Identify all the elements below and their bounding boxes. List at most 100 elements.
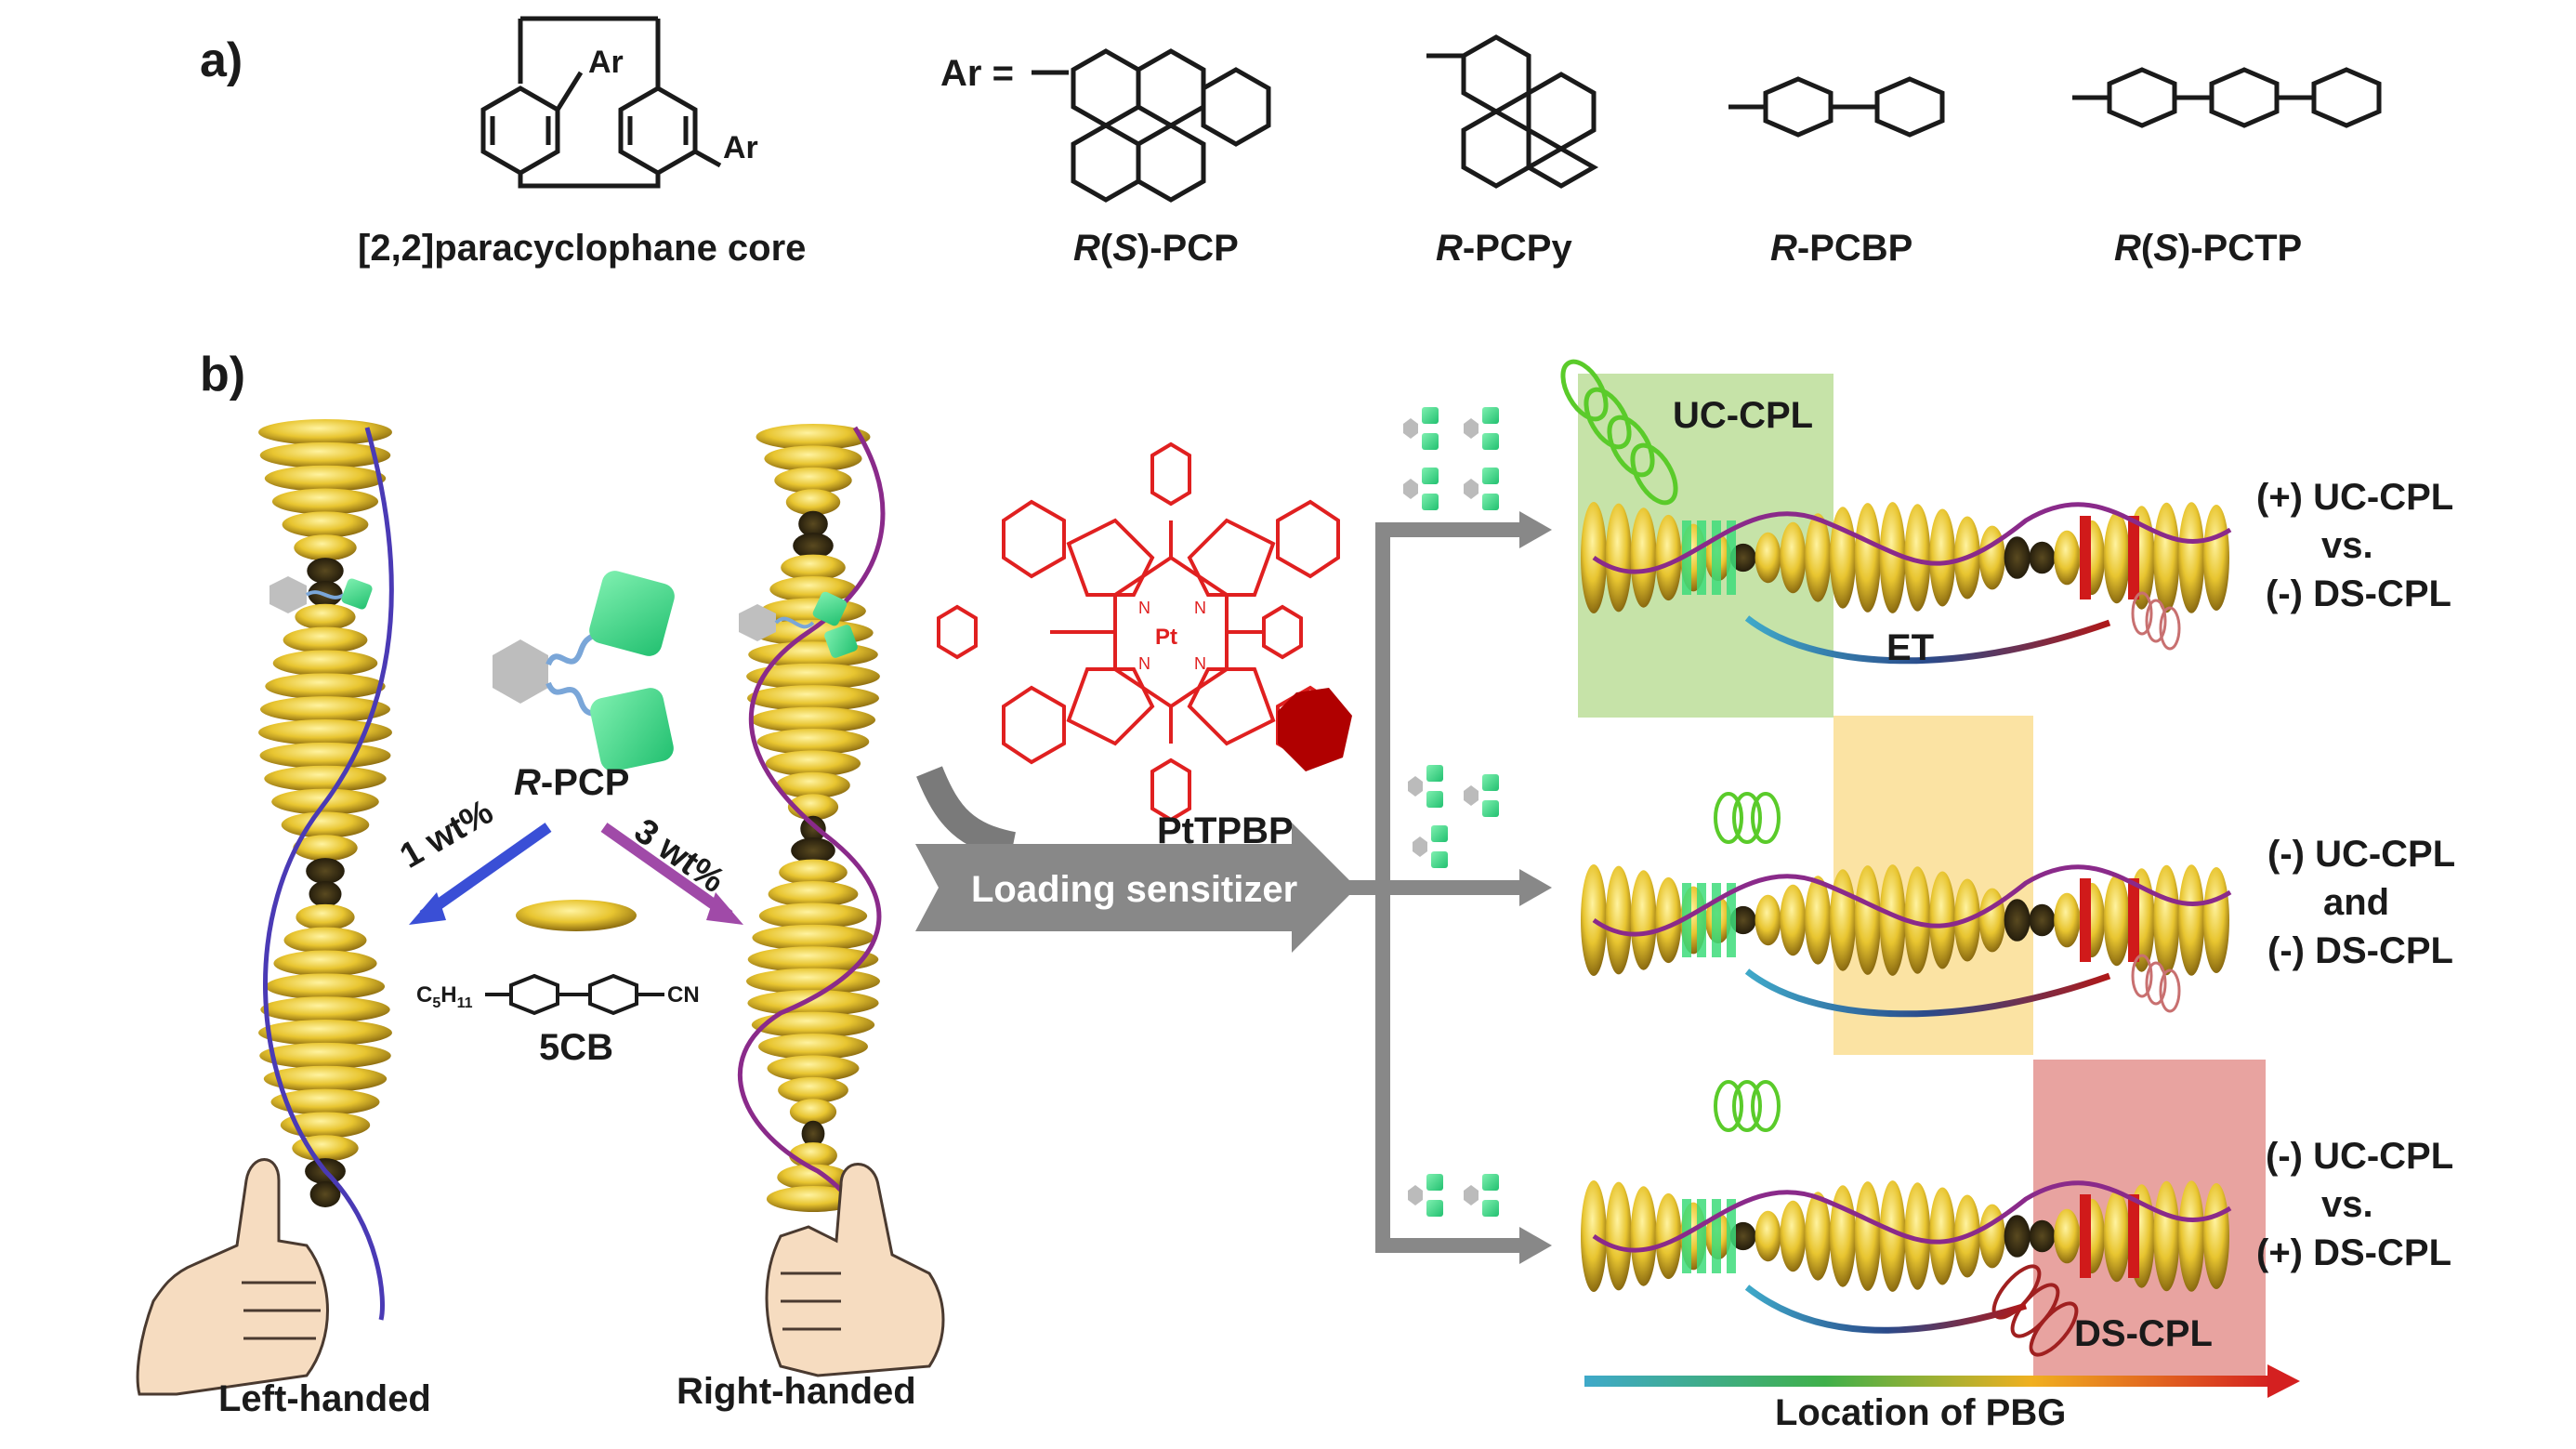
mesogen-ellipse [756,729,870,755]
left-thumb-hand-icon [136,1158,329,1396]
branch-arrow-head-mid [1519,869,1552,906]
mesogen-ellipse [2004,536,2031,579]
mesogen-ellipse [1978,1204,2005,1269]
mesogen-ellipse [264,765,387,792]
dopant-mark [1712,883,1721,957]
mesogen-ellipse [1929,871,1956,969]
mesogen-ellipse [1655,1192,1682,1280]
mesogen-ellipse [1605,503,1632,613]
mesogen-ellipse [778,1076,848,1103]
mesogen-ellipse [765,750,861,777]
mesogen-ellipse [271,488,379,515]
sensitizer-mark [2128,1194,2139,1278]
result-1: (+) UC-CPL vs. (-) DS-CPL [2256,477,2453,614]
mesogen-ellipse [1605,865,1632,975]
mini-dopant-cube [1422,407,1439,424]
mini-dopant-cube [1422,494,1439,510]
mesogen-ellipse [756,424,871,450]
left-dopant-in-helix [269,576,373,613]
mesogen-ellipse [791,837,835,864]
mesogen-ellipse [798,510,828,537]
n-label-3: N [1138,654,1150,673]
mini-dopant-cube [1422,433,1439,450]
mini-dopant-cube [1431,851,1448,868]
compound-caption-pctp: R(S)-PCTP [2114,228,2302,269]
5cb-structure [485,973,664,1016]
mesogen-ellipse [776,771,850,798]
mesogen-ellipse [270,1088,380,1115]
mesogen-ellipse [2153,502,2180,613]
biphenyl-structure [1728,76,1945,138]
mesogen-ellipse [260,696,390,723]
mesogen-ellipse [2004,899,2031,942]
mesogen-ellipse [309,880,342,907]
mesogen-ellipse [296,903,355,930]
mesogen-ellipse [800,815,826,842]
right-handed-caption: Right-handed [677,1371,916,1412]
result-3-line2: vs. [2321,1184,2373,1225]
right-handed-helix-stack [746,424,880,1212]
pbg-axis-bar [1584,1376,2272,1387]
mini-dopant-cube [1482,433,1499,450]
mesogen-ellipse [1929,508,1956,607]
mesogen-ellipse [1978,888,2005,953]
core-caption: [2,2]paracyclophane core [358,228,806,269]
mesogen-ellipse [2054,892,2081,948]
mesogen-ellipse [758,1034,868,1060]
mini-dopant-core [1403,418,1418,439]
et-arrow-1 [1744,615,2111,665]
mesogen-ellipse [281,811,370,838]
dopant-mark [1697,520,1706,595]
mesogen-ellipse [259,742,391,769]
mesogen-ellipse [1755,894,1781,946]
mesogen-ellipse [258,719,392,746]
mesogen-ellipse [2203,1183,2229,1289]
mesogen-ellipse [767,1055,860,1082]
mini-dopant-cube [1482,1200,1499,1217]
loading-curve [916,766,1017,860]
mesogen-ellipse [2178,502,2205,613]
mesogen-ellipse [1755,532,1781,584]
mesogen-ellipse [1780,884,1807,956]
mesogen-ellipse [1755,1210,1781,1262]
mesogen-ellipse [2004,1215,2031,1258]
mesogen-ellipse [1630,870,1657,970]
mesogen-ellipse [1605,1181,1632,1291]
right-thumb-hand-icon [765,1163,945,1377]
sensitizer-mark [2128,516,2139,599]
5cb-label: 5CB [539,1027,613,1068]
mesogen-ellipse [1879,502,1906,613]
result-2-line1: (-) UC-CPL [2267,834,2455,875]
mesogen-ellipse [2029,541,2056,574]
5cb-cn-label: CN [667,982,700,1008]
mesogen-ellipse [764,445,862,472]
mesogen-ellipse [789,1099,837,1126]
result-2-line2: and [2323,882,2389,923]
mesogen-ellipse [1879,1180,1906,1292]
mesogen-ellipse [758,902,868,929]
mesogen-ellipse [280,1112,371,1139]
mesogen-ellipse [746,663,880,690]
mesogen-ellipse [293,835,358,862]
mesogen-ellipse [1655,876,1682,964]
mini-dopant-cube [1422,468,1439,484]
mesogen-ellipse [768,881,859,907]
mesogen-ellipse [2153,1180,2180,1292]
mesogen-ellipse [265,973,386,1000]
uc-spiral-icon-3 [1714,1080,1781,1132]
left-arrow-head [409,892,446,925]
branch-arrow-head-bottom [1519,1227,1552,1264]
terphenyl-structure [2072,67,2382,128]
mesogen-ellipse [1830,1185,1856,1287]
row2-helix [1592,864,2232,937]
row1-helix [1592,502,2232,574]
mesogen-ellipse [263,1065,388,1092]
ds-spiral-icon-2 [2131,954,2181,1013]
perylene-structure [1032,48,1271,203]
mini-dopant-cube [1426,791,1443,808]
uc-spiral-icon-2 [1714,792,1781,844]
mini-dopant-cube [1482,407,1499,424]
mesogen-ellipse [2103,511,2130,604]
mesogen-ellipse [309,1181,341,1207]
mesogen-ellipse [1729,1221,1756,1251]
